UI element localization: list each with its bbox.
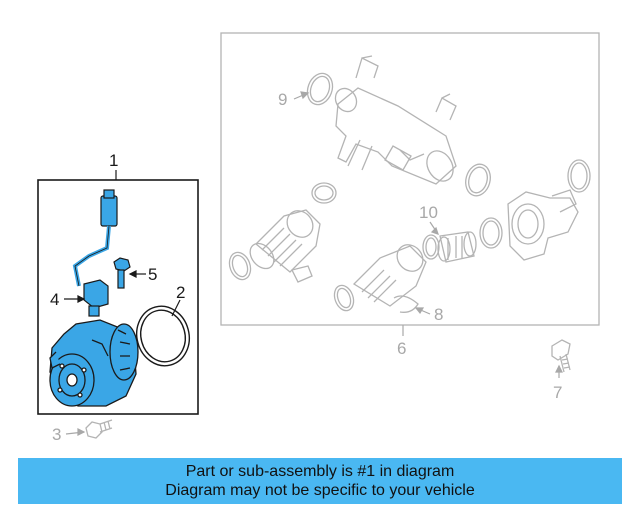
callout-4[interactable]: 4 (50, 290, 59, 309)
o-ring-g (479, 217, 503, 249)
clip-right (435, 93, 457, 121)
callout-6[interactable]: 6 (397, 339, 406, 358)
clip-top (355, 55, 379, 79)
leader-9-arrow (300, 91, 310, 100)
hose-middle (352, 245, 427, 307)
callout-7[interactable]: 7 (553, 383, 562, 402)
clip-8 (393, 295, 419, 313)
bolt-5 (113, 257, 131, 289)
water-pump-1 (49, 319, 139, 407)
hose-left (255, 209, 321, 273)
callout-10[interactable]: 10 (419, 203, 438, 222)
part-1-frame (37, 179, 199, 415)
callout-8[interactable]: 8 (434, 305, 443, 324)
sensor-wire (72, 189, 118, 287)
callout-5[interactable]: 5 (148, 265, 157, 284)
leader-2 (171, 299, 181, 317)
parts-diagram: 1 2 3 4 5 6 7 8 9 10 (37, 32, 600, 444)
leader-8-arrow (414, 307, 425, 315)
o-ring-b (465, 163, 491, 197)
bolt-3 (85, 419, 113, 439)
leader-7-arrow (555, 364, 563, 373)
gasket-2 (136, 305, 190, 367)
leader-lines (64, 91, 563, 436)
callout-9[interactable]: 9 (278, 90, 287, 109)
leader-3-arrow (77, 428, 86, 436)
wire-connector (100, 195, 118, 227)
o-ring-f (422, 234, 440, 260)
o-ring-d (228, 251, 252, 281)
info-banner: Part or sub-assembly is #1 in diagram Di… (18, 458, 622, 504)
bolt-7 (551, 339, 571, 373)
valve-4 (83, 279, 109, 317)
coolant-outlet (507, 191, 579, 261)
clip-left (291, 265, 313, 283)
banner-line-2: Diagram may not be specific to your vehi… (165, 482, 475, 499)
banner-line-1: Part or sub-assembly is #1 in diagram (185, 463, 455, 480)
o-ring-e (333, 284, 355, 312)
o-ring-9 (306, 72, 334, 106)
t-pipe (335, 87, 457, 185)
thermostat-10 (439, 231, 475, 263)
callout-2[interactable]: 2 (176, 283, 185, 302)
o-ring-c (567, 159, 591, 193)
group-6-frame (220, 32, 600, 326)
callout-3[interactable]: 3 (52, 425, 61, 444)
leader-4-arrow (77, 295, 86, 303)
thermostat-housing-group (220, 32, 600, 326)
callout-1[interactable]: 1 (109, 151, 118, 170)
leader-5-arrow (128, 270, 137, 278)
leader-10-arrow (430, 226, 439, 235)
o-ring-a (311, 182, 337, 204)
